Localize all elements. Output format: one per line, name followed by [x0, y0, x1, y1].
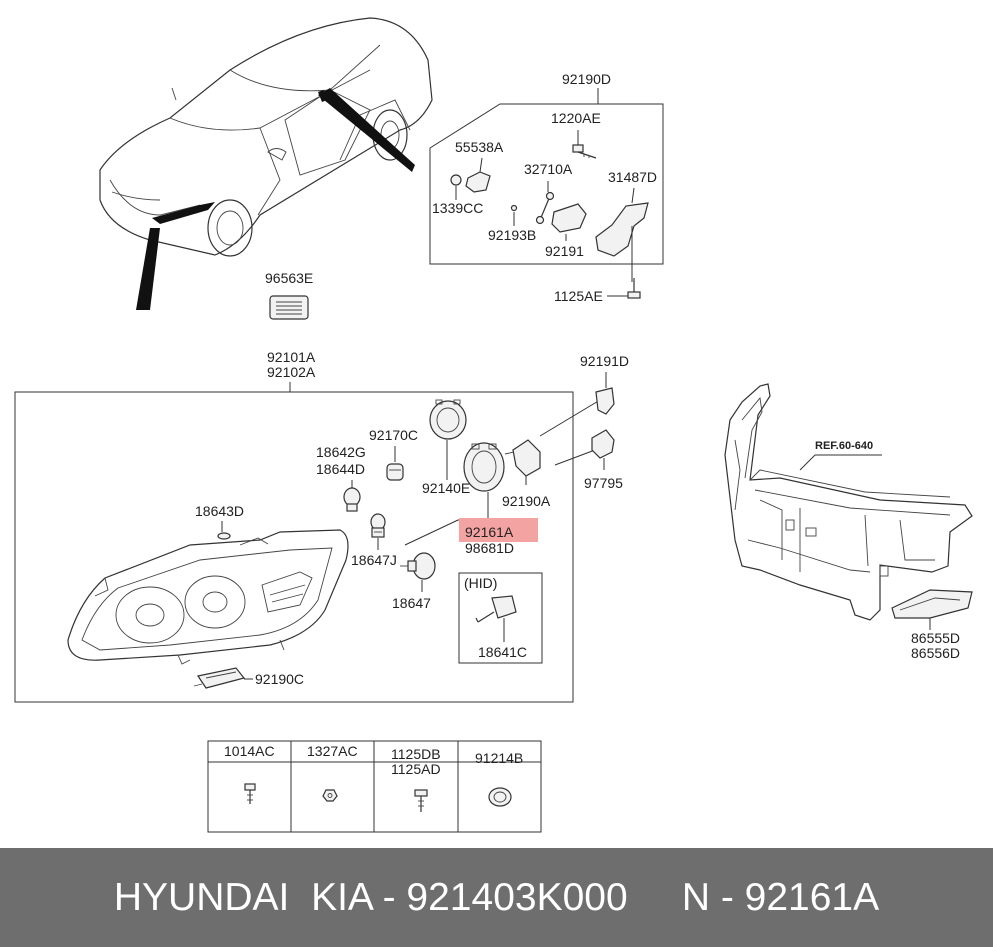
grommet-91214B: [488, 787, 512, 807]
label-18643D: 18643D: [195, 503, 244, 519]
highlight-92161A: [459, 518, 538, 542]
label-18647: 18647: [392, 595, 431, 611]
label-92190C: 92190C: [255, 671, 304, 687]
bracket-31487D: [595, 202, 649, 257]
label-1220AE: 1220AE: [551, 110, 601, 126]
label-55538A: 55538A: [455, 139, 504, 155]
label-92101A: 92101A: [267, 349, 316, 365]
bulb-18643D: [217, 532, 231, 540]
bulb-18647J: [370, 513, 386, 538]
label-92191D: 92191D: [580, 353, 629, 369]
table-cell-1327AC: 1327AC: [307, 743, 358, 759]
headlamp-housing: [67, 529, 349, 665]
leveling-sensor-group: 92190D 1220AE 55538A 32710A 31487D 1339C…: [429, 71, 664, 304]
rod-32710A: [535, 191, 555, 225]
bolt-1125AE: [627, 278, 641, 299]
label-92140E: 92140E: [422, 480, 470, 496]
footer-part-number: HYUNDAI KIA - 921403K000 N - 92161A: [113, 876, 880, 919]
label-92170C: 92170C: [369, 427, 418, 443]
label-31487D: 31487D: [608, 169, 657, 185]
label-1339CC: 1339CC: [432, 200, 483, 216]
nut-1327AC: [322, 789, 338, 802]
label-92193B: 92193B: [488, 227, 536, 243]
table-cell-1125AD: 1125AD: [391, 761, 441, 777]
label-hid: (HID): [464, 575, 497, 591]
clip-55538A: [465, 171, 491, 193]
sensor-92191D: [595, 387, 615, 415]
bolt-1220AE: [572, 144, 597, 159]
label-32710A: 32710A: [524, 161, 573, 177]
label-92190D: 92190D: [562, 71, 611, 87]
screw-92193B: [510, 204, 518, 212]
label-92191: 92191: [545, 243, 584, 259]
label-plate-96563E: 96563E: [265, 270, 313, 320]
bolt-1014AC: [244, 783, 256, 804]
connector-97795: [591, 429, 615, 459]
front-end-module: REF.60-640 86555D 86556D: [724, 383, 973, 661]
harness-parts: 92191D 97795: [580, 353, 629, 491]
label-18647J: 18647J: [351, 552, 397, 568]
table-cell-91214B: 91214B: [475, 750, 523, 766]
hid-bulb-18641C: [475, 595, 517, 623]
label-96563E: 96563E: [265, 270, 313, 286]
footer-bar: HYUNDAI KIA - 921403K000 N - 92161A: [0, 848, 993, 947]
label-18641C: 18641C: [478, 644, 527, 660]
bulb-18642G: [343, 487, 361, 512]
label-92102A: 92102A: [267, 364, 316, 380]
label-98681D: 98681D: [465, 540, 514, 556]
socket-92170C: [386, 463, 404, 481]
label-1125AE: 1125AE: [554, 288, 603, 304]
table-cell-1125DB: 1125DB: [391, 746, 441, 762]
hardware-table: 1014AC 1327AC 1125DB 1125AD 91214B: [207, 740, 542, 833]
actuator-92190A: [504, 439, 541, 477]
label-86555D: 86555D: [911, 630, 960, 646]
bolt-1125DB: [414, 789, 428, 812]
cover-92161A: [463, 442, 505, 492]
label-97795: 97795: [584, 475, 623, 491]
bulb-18647: [400, 552, 436, 580]
module-92190C: [193, 667, 246, 689]
label-ref-60-640: REF.60-640: [815, 440, 873, 452]
car-illustration: [99, 17, 433, 310]
label-18644D: 18644D: [316, 461, 365, 477]
nut-1339CC: [450, 174, 462, 186]
headlamp-parts-diagram: 92190D 1220AE 55538A 32710A 31487D 1339C…: [14, 17, 973, 833]
table-cell-1014AC: 1014AC: [224, 743, 275, 759]
label-92190A: 92190A: [502, 493, 551, 509]
sensor-92191: [551, 203, 587, 233]
cap-92140E: [429, 399, 467, 440]
label-92161A: 92161A: [465, 524, 514, 540]
headlamp-assembly-group: 92101A 92102A 18643D 18642G 18644D: [14, 349, 601, 703]
label-86556D: 86556D: [911, 645, 960, 661]
label-18642G: 18642G: [316, 444, 366, 460]
